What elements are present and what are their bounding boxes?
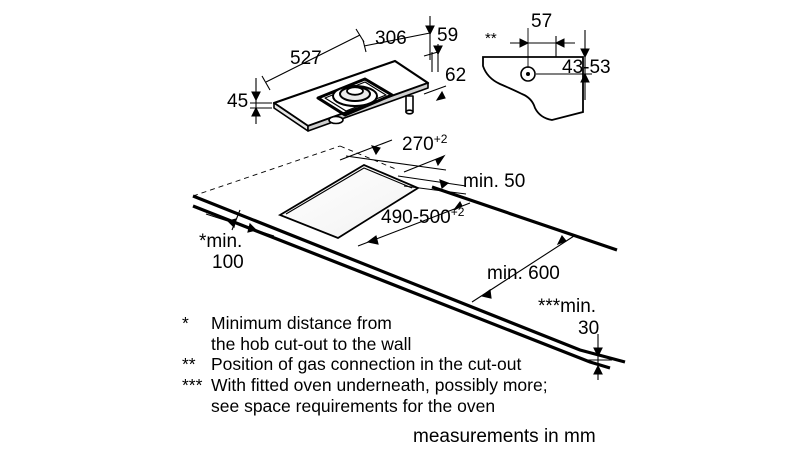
wall-min-star: * [199,231,207,252]
note-3-line1: With fitted oven underneath, possibly mo… [211,375,548,395]
note-3-marker: *** [182,375,203,395]
wall-min-label: min. [206,231,243,252]
cutout-width-value: 270 [402,134,434,155]
dim-wall-min: *min. [199,232,242,251]
burner-cap [346,86,364,96]
gas-connection-section [482,28,592,121]
gas-connection-marker: ** [485,30,497,47]
dim-62: 62 [445,65,467,86]
note-2-marker: ** [182,354,196,374]
cutout-width-tolerance: +2 [433,132,448,146]
note-1-line1: Minimum distance from [211,313,392,333]
note-1-line2: the hob cut-out to the wall [211,334,412,354]
dim-45: 45 [227,91,249,112]
countertop [192,145,626,370]
units-caption: measurements in mm [413,426,596,447]
dim-oven-min-value: 30 [578,318,600,339]
dim-59: 59 [437,25,459,46]
cutout-depth-tolerance: +2 [450,205,465,219]
control-knob [328,115,344,125]
note-2-line1: Position of gas connection in the cut-ou… [211,354,522,374]
countertop-profile [482,56,584,121]
note-3-line2: see space requirements for the oven [211,396,496,416]
dim-57: 57 [531,11,553,32]
dim-cutout-depth: 490-500+2 [381,205,465,228]
countertop-front-edge [192,194,626,364]
dim-min-600: min. 600 [487,263,560,284]
gas-connector [405,95,414,115]
hob-dimension-lines [250,16,447,124]
note-1-marker: * [182,313,189,333]
dim-43-53: 43-53 [562,57,611,78]
countertop-dimension-lines [205,139,612,380]
dim-527: 527 [290,48,322,69]
dim-cutout-width: 270+2 [402,132,448,155]
cutout-depth-value: 490-500 [381,207,451,228]
dim-min-50: min. 50 [463,171,526,192]
hob-appliance [272,59,430,132]
dim-306: 306 [375,28,407,49]
dim-wall-min-value: 100 [212,252,244,273]
dim-oven-min-label: ***min. [538,296,597,317]
